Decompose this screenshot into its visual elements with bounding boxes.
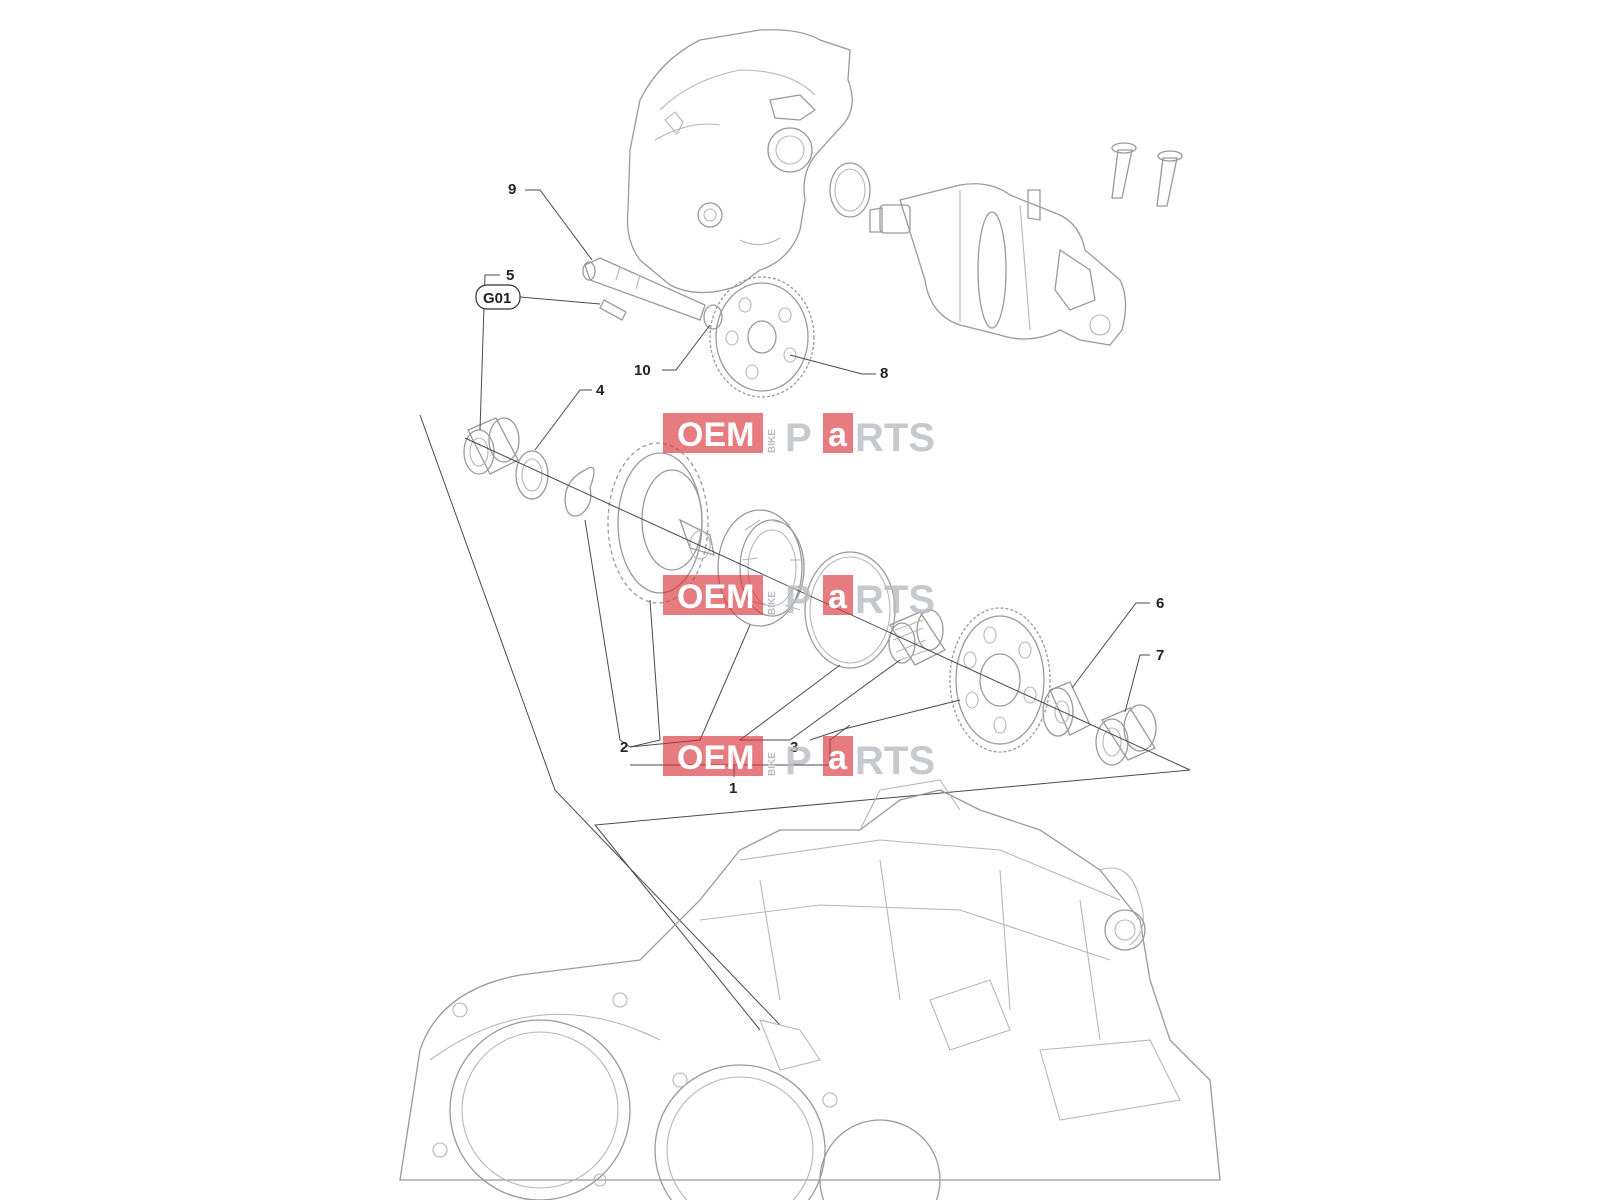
watermark-p-2: P xyxy=(785,578,812,622)
washer-10-drawing xyxy=(703,304,723,330)
watermark-a-2: a xyxy=(828,578,848,616)
watermark-top: OEM BIKE P a RTS xyxy=(663,413,935,460)
watermark-bike-1: BIKE xyxy=(767,429,778,453)
tag-g01-label: G01 xyxy=(483,290,511,307)
starter-motor-drawing xyxy=(869,183,1127,346)
watermark-a-1: a xyxy=(828,416,848,454)
watermark-oem-2: OEM xyxy=(677,578,754,616)
washer-6-drawing xyxy=(1042,681,1091,737)
circlip-drawing xyxy=(564,466,595,517)
callout-6: 6 xyxy=(1156,595,1164,612)
driven-gear-drawing xyxy=(949,607,1051,753)
callout-7: 7 xyxy=(1156,647,1164,664)
watermark-bottom: OEM BIKE P a RTS xyxy=(663,736,935,783)
watermark-middle: OEM BIKE P a RTS xyxy=(663,575,935,622)
callout-1: 1 xyxy=(729,780,737,797)
callout-9: 9 xyxy=(508,181,516,198)
callout-2: 2 xyxy=(620,739,628,756)
watermark-p-1: P xyxy=(785,416,812,460)
watermark-rts-2: RTS xyxy=(855,578,935,622)
watermark-rts-1: RTS xyxy=(855,416,935,460)
o-ring-large-drawing xyxy=(804,551,896,669)
starter-cover-drawing xyxy=(626,29,853,294)
tag-g01: G01 xyxy=(475,284,521,310)
dowel-pin-drawing xyxy=(599,299,627,321)
bearing-7-drawing xyxy=(1095,704,1157,766)
gear-8-drawing xyxy=(709,276,815,398)
starter-screws-drawing xyxy=(1111,142,1183,207)
callout-3: 3 xyxy=(790,739,798,756)
watermark-a-3: a xyxy=(828,739,848,777)
watermark-bike-3: BIKE xyxy=(767,752,778,776)
large-gear-drawing xyxy=(607,442,715,604)
leader-lines xyxy=(479,189,1150,777)
watermark-bike-2: BIKE xyxy=(767,591,778,615)
watermark-oem-1: OEM xyxy=(677,416,754,454)
needle-bearing-drawing xyxy=(888,609,946,666)
callout-5: 5 xyxy=(506,267,514,284)
callout-10: 10 xyxy=(634,362,651,379)
watermark-oem-3: OEM xyxy=(677,739,754,777)
crankcase-drawing xyxy=(399,779,1221,1200)
washer-4-drawing xyxy=(515,450,549,500)
watermark-p-3: P xyxy=(785,739,812,783)
watermark-rts-3: RTS xyxy=(855,739,935,783)
o-ring-starter xyxy=(829,162,871,218)
callout-4: 4 xyxy=(596,382,605,399)
idler-shaft-drawing xyxy=(582,257,706,321)
bearing-5-drawing xyxy=(463,417,520,475)
callout-8: 8 xyxy=(880,365,888,382)
